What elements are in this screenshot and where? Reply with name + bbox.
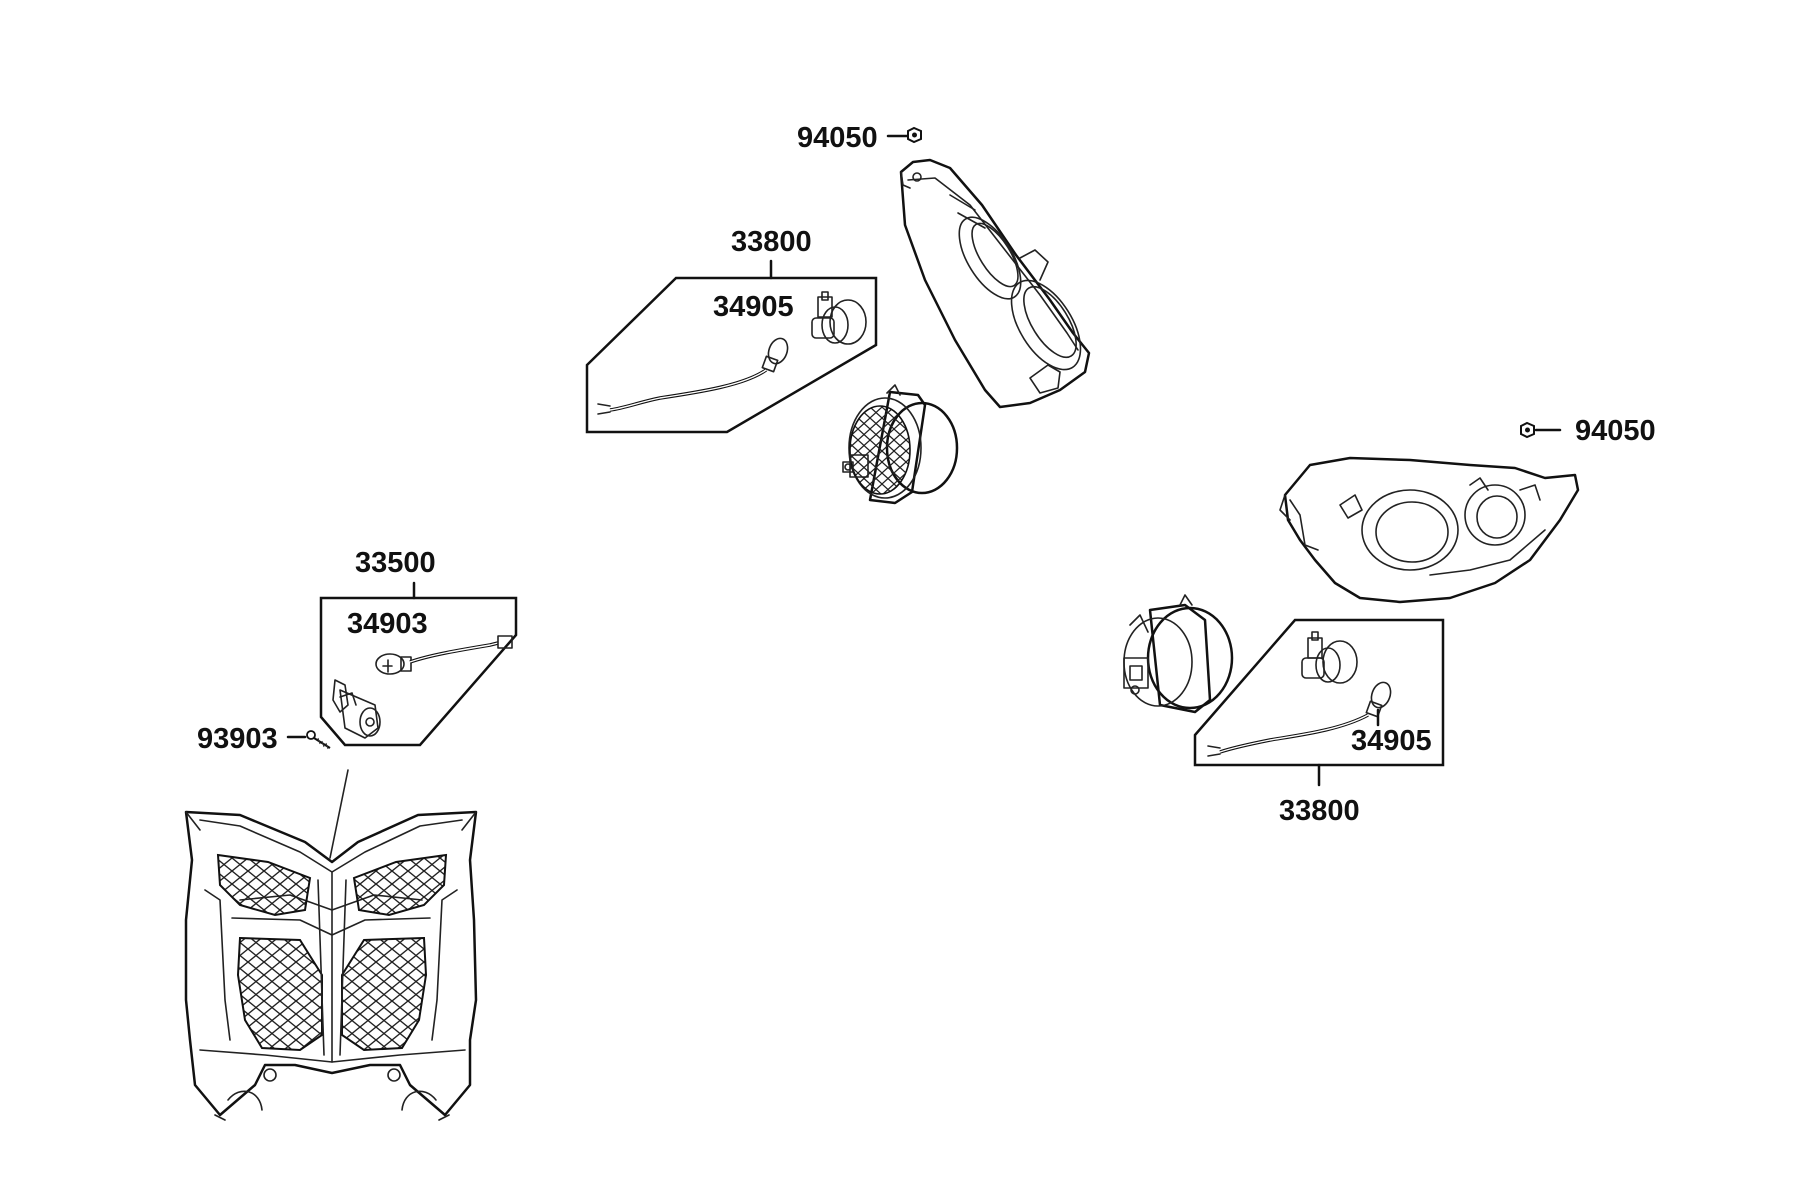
front-cover-panel <box>184 810 478 1121</box>
label-bulb-center[interactable]: 34903 <box>347 608 428 640</box>
headlight-unit-right <box>1123 594 1234 714</box>
screw-icon <box>306 730 331 750</box>
label-nut-top[interactable]: 94050 <box>797 122 878 154</box>
label-kit-left[interactable]: 33800 <box>731 226 812 258</box>
bulb-wire-left <box>597 337 789 415</box>
kit-right-group: 34905 33800 <box>1193 618 1445 827</box>
socket-center <box>332 679 381 739</box>
label-bulb-right[interactable]: 34905 <box>1351 725 1432 757</box>
label-kit-center[interactable]: 33500 <box>355 547 436 579</box>
label-kit-right[interactable]: 33800 <box>1279 795 1360 827</box>
screw-group: 93903 <box>197 723 331 755</box>
bulb-wire-right <box>1207 681 1392 757</box>
bulb-socket-left <box>811 291 867 345</box>
kit-left-box <box>585 276 878 434</box>
nut-top-group: 94050 <box>797 122 922 154</box>
kit-center-box <box>319 596 518 747</box>
headlight-housing-right <box>1279 456 1580 604</box>
kit-center-group: 33500 34903 <box>319 547 518 747</box>
label-bulb-left[interactable]: 34905 <box>713 291 794 323</box>
nut-right-group: 94050 <box>1520 415 1656 447</box>
label-screw[interactable]: 93903 <box>197 723 278 755</box>
kit-left-group: 33800 34905 <box>585 226 878 434</box>
leader-kit-center-to-cover <box>329 769 349 859</box>
nut-top-icon <box>907 126 922 144</box>
headlight-unit-left <box>842 384 959 505</box>
nut-right-icon <box>1520 421 1535 439</box>
bulb-socket-right <box>1301 631 1358 684</box>
label-nut-right[interactable]: 94050 <box>1575 415 1656 447</box>
bulb-wire-center <box>375 635 513 675</box>
headlight-housing-left <box>899 158 1091 409</box>
